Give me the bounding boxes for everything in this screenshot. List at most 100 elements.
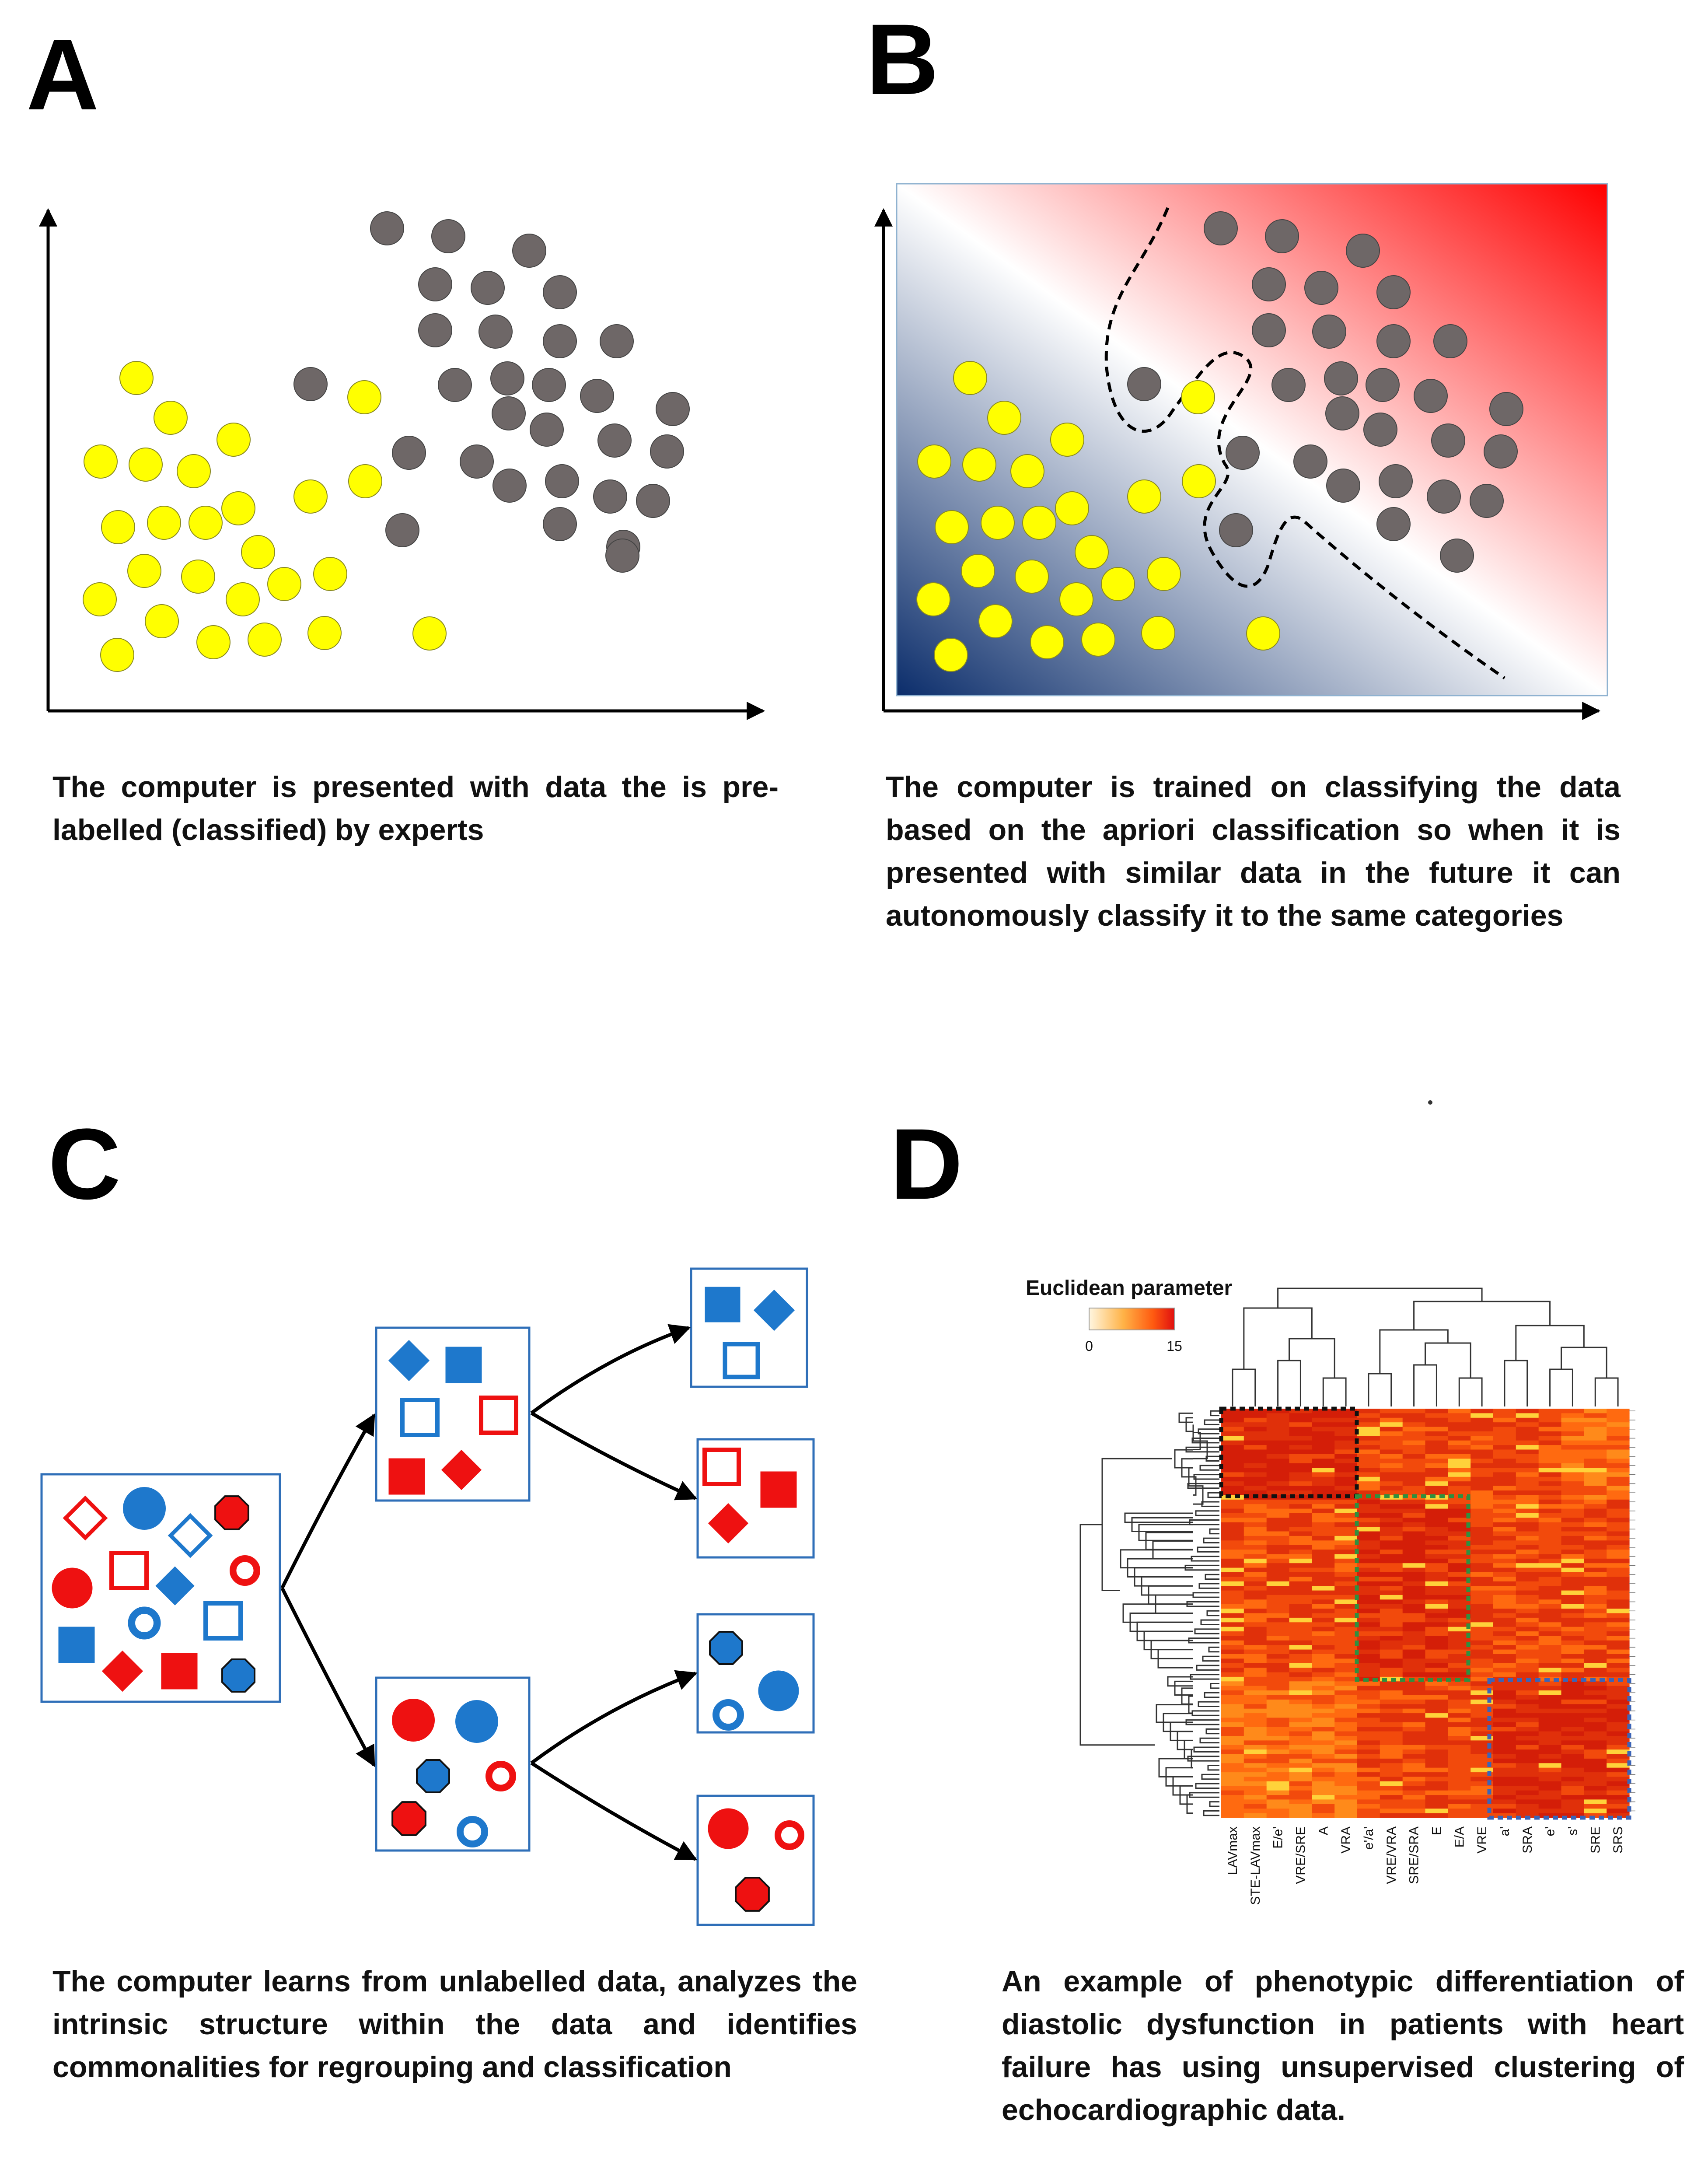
data-point-yellow (177, 454, 211, 488)
heatmap-cell (1312, 1590, 1335, 1595)
heatmap-cell (1334, 1777, 1358, 1782)
legend-max: 15 (1167, 1338, 1182, 1354)
heatmap-cell (1334, 1590, 1358, 1595)
heatmap-cell (1402, 1622, 1426, 1627)
data-point-gray (418, 267, 452, 301)
heatmap-cell (1402, 1449, 1426, 1455)
heatmap-cell (1538, 1617, 1562, 1623)
heatmap-cell (1561, 1536, 1584, 1541)
heatmap-cell (1289, 1636, 1312, 1641)
column-label: a' (1498, 1826, 1512, 1836)
heatmap-cell (1425, 1645, 1448, 1650)
heatmap-cell (1380, 1577, 1403, 1582)
heatmap-cell (1448, 1454, 1471, 1459)
heatmap-cell (1402, 1631, 1426, 1637)
heatmap-cell (1448, 1658, 1471, 1664)
heatmap-cell (1538, 1786, 1562, 1791)
heatmap-cell (1243, 1445, 1267, 1450)
heatmap-cell (1470, 1676, 1494, 1682)
heatmap-cell (1538, 1636, 1562, 1641)
heatmap-cell (1289, 1745, 1312, 1750)
heatmap-cell (1221, 1540, 1244, 1546)
data-point-yellow (412, 616, 447, 651)
heatmap-cell (1516, 1590, 1539, 1595)
heatmap-cell (1561, 1486, 1584, 1491)
heatmap-cell (1334, 1440, 1358, 1445)
heatmap-cell (1493, 1527, 1516, 1532)
data-point-yellow (217, 423, 251, 457)
heatmap-cell (1312, 1708, 1335, 1714)
heatmap-cell (1561, 1781, 1584, 1786)
heatmap-cell (1380, 1790, 1403, 1795)
color-scale-bar (1089, 1308, 1175, 1330)
heatmap-cell (1425, 1499, 1448, 1504)
heatmap-cell (1380, 1613, 1403, 1618)
heatmap-cell (1380, 1476, 1403, 1482)
heatmap-cell (1402, 1481, 1426, 1487)
heatmap-cell (1561, 1449, 1584, 1455)
heatmap-cell (1561, 1572, 1584, 1577)
heatmap-cell (1516, 1813, 1539, 1818)
heatmap-cell (1334, 1527, 1358, 1532)
heatmap-cell (1584, 1531, 1607, 1536)
heatmap-cell (1470, 1586, 1494, 1591)
heatmap-cell (1221, 1468, 1244, 1473)
heatmap-cell (1402, 1476, 1426, 1482)
heatmap-cell (1516, 1631, 1539, 1637)
heatmap-cell (1402, 1663, 1426, 1668)
heatmap-cell (1266, 1572, 1290, 1577)
heatmap-cell (1561, 1476, 1584, 1482)
heatmap-cell (1312, 1595, 1335, 1600)
heatmap-cell (1312, 1813, 1335, 1818)
heatmap-cell (1380, 1463, 1403, 1468)
heatmap-cell (1607, 1695, 1630, 1700)
heatmap-cell (1312, 1786, 1335, 1791)
heatmap-cell (1561, 1454, 1584, 1459)
octagon-shape (709, 1631, 743, 1665)
heatmap-cell (1334, 1668, 1358, 1673)
heatmap-cell (1538, 1445, 1562, 1450)
dendrogram-link (1368, 1373, 1392, 1406)
heatmap-cell (1538, 1476, 1562, 1482)
heatmap-cell (1516, 1518, 1539, 1523)
heatmap-cell (1448, 1563, 1471, 1568)
heatmap-cell (1312, 1449, 1335, 1455)
heatmap-cell (1289, 1476, 1312, 1482)
column-label: VRA (1339, 1826, 1353, 1854)
heatmap-cell (1425, 1495, 1448, 1500)
data-point-gray (1271, 368, 1306, 402)
heatmap-cell (1402, 1459, 1426, 1464)
heatmap-cell (1538, 1767, 1562, 1773)
dendrogram-link (1188, 1467, 1193, 1487)
heatmap-cell (1493, 1413, 1516, 1418)
data-point-yellow (1081, 623, 1115, 657)
heatmap-cell (1470, 1631, 1494, 1637)
heatmap-cell (1243, 1481, 1267, 1487)
heatmap-cell (1493, 1695, 1516, 1700)
heatmap-cell (1470, 1681, 1494, 1686)
heatmap-cell (1402, 1518, 1426, 1523)
heatmap-cell (1425, 1740, 1448, 1746)
heatmap-cell (1289, 1567, 1312, 1573)
heatmap-cell (1470, 1763, 1494, 1768)
heatmap-cell (1402, 1722, 1426, 1727)
heatmap-cell (1266, 1563, 1290, 1568)
heatmap-cell (1357, 1550, 1380, 1555)
heatmap-cell (1334, 1476, 1358, 1482)
heatmap-cell (1470, 1449, 1494, 1455)
heatmap-cell (1538, 1486, 1562, 1491)
data-point-gray (1312, 315, 1346, 349)
heatmap-cell (1561, 1472, 1584, 1477)
heatmap-cell (1584, 1604, 1607, 1609)
heatmap-cell (1493, 1609, 1516, 1614)
heatmap-cell (1607, 1550, 1630, 1555)
heatmap-cell (1448, 1490, 1471, 1495)
heatmap-cell (1584, 1686, 1607, 1691)
heatmap-cell (1312, 1654, 1335, 1659)
heatmap-cell (1538, 1731, 1562, 1736)
heatmap-cell (1538, 1813, 1562, 1818)
heatmap-cell (1448, 1613, 1471, 1618)
heatmap-cell (1289, 1527, 1312, 1532)
heatmap-cell (1312, 1754, 1335, 1759)
heatmap-cell (1380, 1640, 1403, 1645)
